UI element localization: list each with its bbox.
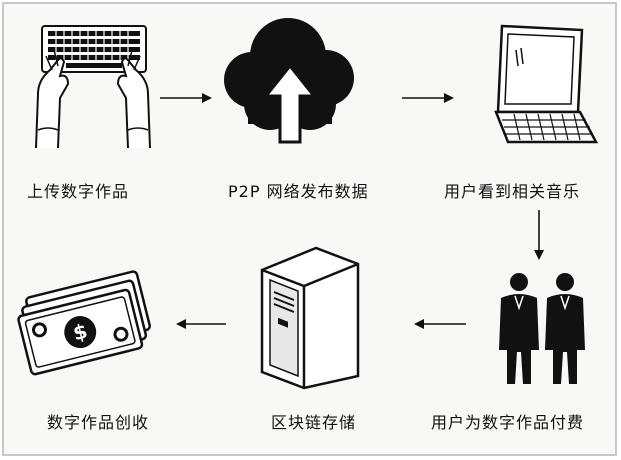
hands-typing-keyboard-icon [35, 25, 151, 149]
arrow-see-to-pay [534, 210, 544, 260]
step-label-upload: 上传数字作品 [27, 182, 130, 201]
step-label-store: 区块链存储 [271, 413, 357, 432]
server-tower-icon [260, 246, 360, 390]
two-businessmen-icon [499, 273, 585, 384]
money-bills-icon: $ [17, 270, 151, 376]
svg-text:$: $ [71, 319, 90, 346]
arrow-upload-to-p2p [160, 93, 212, 103]
laptop-icon [494, 24, 599, 144]
arrow-store-to-revenue [176, 319, 226, 329]
step-label-see: 用户看到相关音乐 [444, 182, 581, 201]
arrow-p2p-to-see [402, 93, 454, 103]
cloud-upload-icon [224, 18, 354, 144]
step-label-p2p: P2P 网络发布数据 [228, 182, 369, 201]
step-label-pay: 用户为数字作品付费 [431, 413, 585, 432]
arrow-pay-to-store [414, 319, 466, 329]
step-label-revenue: 数字作品创收 [47, 413, 150, 432]
